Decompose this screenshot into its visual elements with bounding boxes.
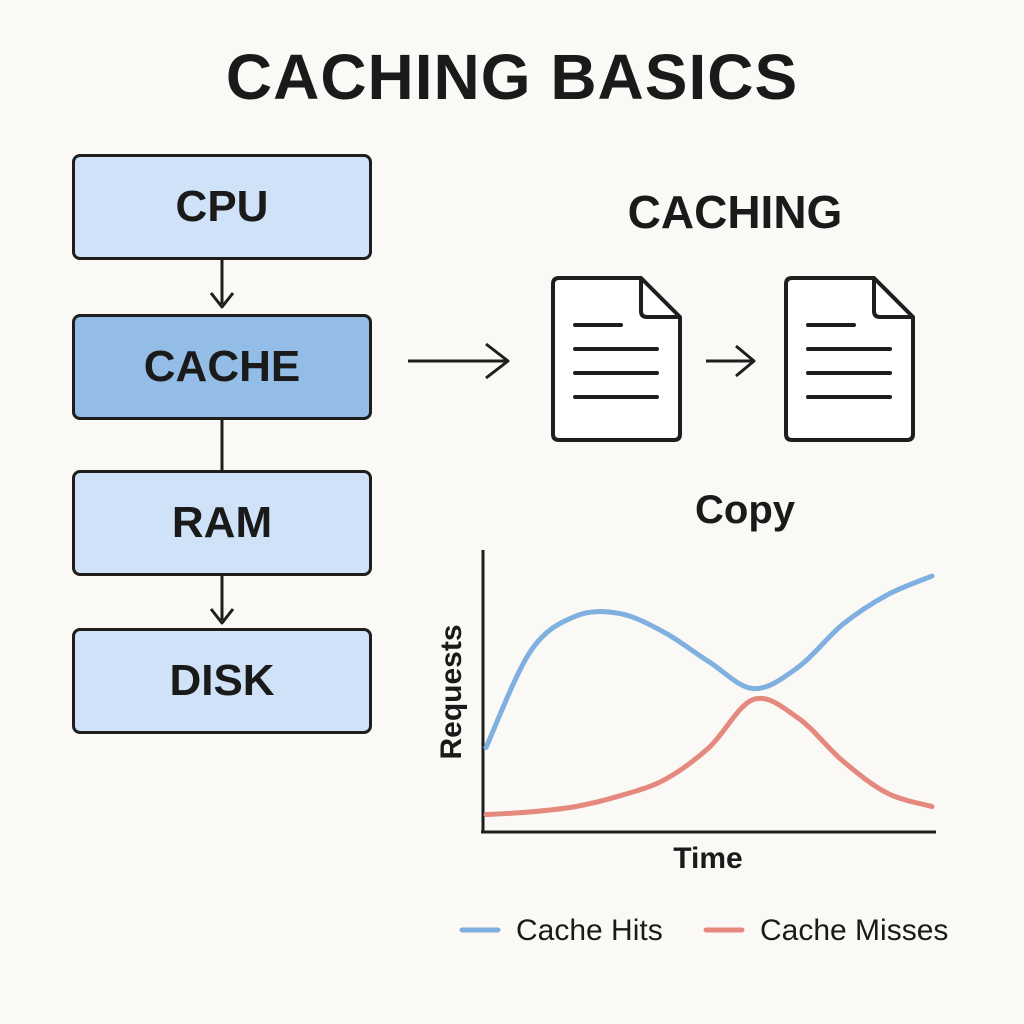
series-line-1 <box>483 695 935 818</box>
hierarchy-box-cache: CACHE <box>72 314 372 420</box>
page-title: CACHING BASICS <box>225 41 799 113</box>
x-axis-label: Time <box>673 842 742 875</box>
caching-title: CACHING <box>627 186 843 238</box>
legend-label-1: Cache Misses <box>760 914 948 947</box>
line-chart: Requests Time Cache Hits Cache Misses <box>435 550 948 947</box>
hierarchy-box-ram: RAM <box>72 470 372 576</box>
legend: Cache Hits Cache Misses <box>459 914 948 947</box>
connector-ram-disk <box>209 576 235 625</box>
connector-cpu-cache <box>209 260 235 309</box>
hierarchy-box-cpu: CPU <box>72 154 372 260</box>
y-axis-label: Requests <box>435 624 468 759</box>
document-icon <box>551 276 682 442</box>
document-icon <box>784 276 915 442</box>
copy-label: Copy <box>695 488 795 532</box>
hierarchy-box-disk: DISK <box>72 628 372 734</box>
legend-label-0: Cache Hits <box>516 914 663 947</box>
arrow-copy <box>706 344 756 378</box>
arrow-cache-to-caching <box>408 342 510 380</box>
series-line-0 <box>483 573 935 751</box>
